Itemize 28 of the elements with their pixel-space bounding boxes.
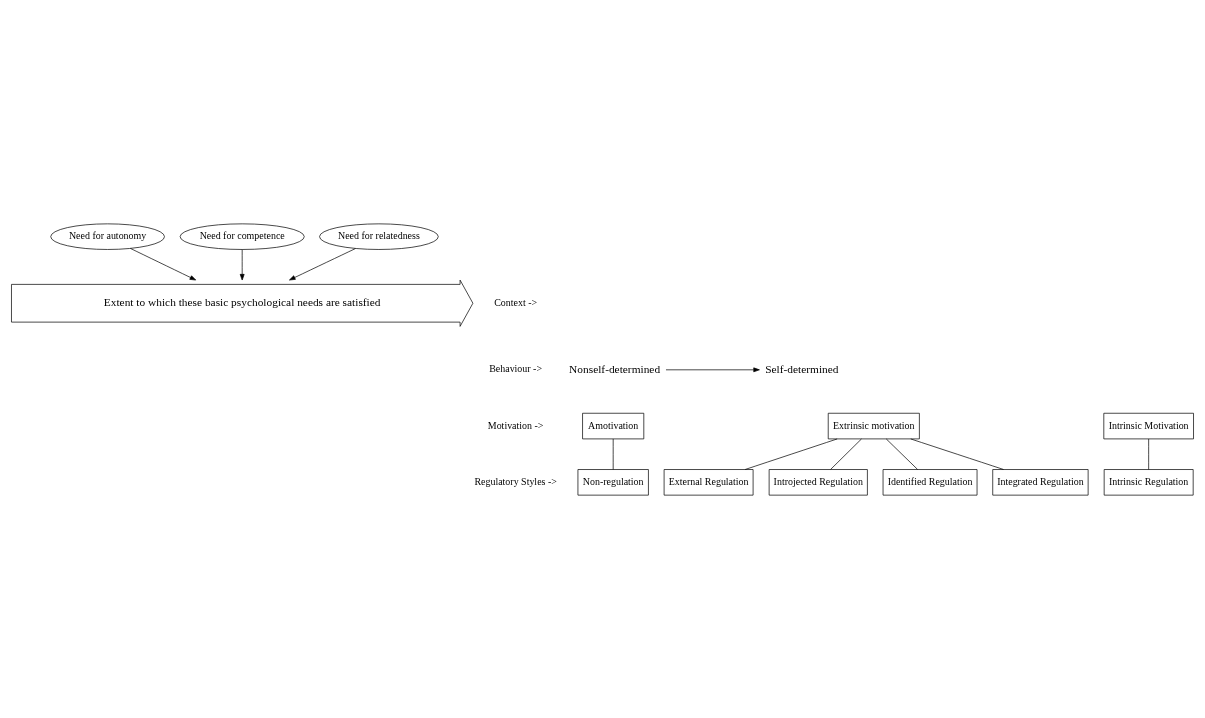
arrow <box>239 248 245 280</box>
label: Context -> <box>494 296 538 308</box>
node-box: Intrinsic Motivation <box>1103 412 1194 439</box>
connector <box>885 438 918 470</box>
node-box: Amotivation <box>582 412 645 439</box>
node-box: Identified Regulation <box>882 468 978 495</box>
connector <box>910 438 1004 470</box>
node-box: Extrinsic motivation <box>827 412 920 439</box>
label: Behaviour -> <box>489 362 543 374</box>
arrow <box>130 247 197 280</box>
arrow <box>289 247 356 280</box>
connector <box>612 438 614 470</box>
connector <box>744 438 838 470</box>
node-ellipse: Need for competence <box>179 223 305 250</box>
node-box: Integrated Regulation <box>992 468 1089 495</box>
arrow <box>665 366 760 372</box>
node-ellipse: Need for relatedness <box>319 223 439 250</box>
connector <box>1148 438 1150 470</box>
node-box: External Regulation <box>663 468 754 495</box>
node-ellipse: Need for autonomy <box>50 223 165 250</box>
node-text: Nonself-determined <box>569 362 661 375</box>
label: Regulatory Styles -> <box>474 475 557 487</box>
node-box: Introjected Regulation <box>768 468 868 495</box>
connector <box>830 438 862 470</box>
node-box: Intrinsic Regulation <box>1103 468 1194 495</box>
label: Motivation -> <box>487 419 544 431</box>
node-box: Non-regulation <box>577 468 649 495</box>
node-text: Self-determined <box>765 362 839 375</box>
